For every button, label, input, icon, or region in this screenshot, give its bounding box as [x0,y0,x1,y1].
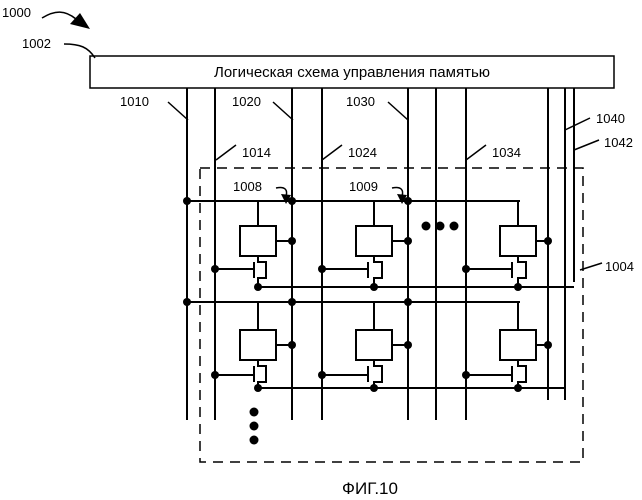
ellipsis-dot [422,222,431,231]
junction-dot [404,298,412,306]
cell-transistor [258,256,266,287]
label-1040: 1040 [596,111,625,126]
junction-dot [288,197,296,205]
cell-capacitor [500,226,536,256]
cell-capacitor [500,330,536,360]
ellipsis-dot [436,222,445,231]
cell-capacitor [356,226,392,256]
junction-dot [514,384,522,392]
junction-dot [404,237,412,245]
cell-capacitor [240,330,276,360]
label-1009: 1009 [349,179,378,194]
cell-transistor [518,360,526,388]
junction-dot [370,283,378,291]
junction-dot [211,371,219,379]
label-1030: 1030 [346,94,375,109]
junction-dot [288,237,296,245]
label-1008: 1008 [233,179,262,194]
leader-1010 [168,102,188,120]
cell-capacitor [356,330,392,360]
junction-dot [183,197,191,205]
label-1010: 1010 [120,94,149,109]
label-1004: 1004 [605,259,634,274]
cell-transistor [374,256,382,287]
junction-dot [462,265,470,273]
junction-dot [318,371,326,379]
junction-dot [462,371,470,379]
junction-dot [544,237,552,245]
leader-1024 [322,145,342,160]
junction-dot [211,265,219,273]
junction-dot [288,341,296,349]
leader-1020 [273,102,293,120]
label-1034: 1034 [492,145,521,160]
label-1020: 1020 [232,94,261,109]
fig-number-arrowhead [70,13,90,29]
junction-dot [404,197,412,205]
ellipsis-dot [250,408,259,417]
label-1042: 1042 [604,135,633,150]
junction-dot [288,298,296,306]
fig-number-arrow [42,12,76,19]
figure-caption: ФИГ.10 [342,479,398,498]
cell-transistor [258,360,266,388]
junction-dot [254,283,262,291]
label-1024: 1024 [348,145,377,160]
label-1014: 1014 [242,145,271,160]
junction-dot [370,384,378,392]
junction-dot [318,265,326,273]
controller-ref-label: 1002 [22,36,51,51]
cell-capacitor [240,226,276,256]
junction-dot [514,283,522,291]
ellipsis-dot [250,422,259,431]
ellipsis-dot [250,436,259,445]
leader-1030 [388,102,408,120]
junction-dot [254,384,262,392]
leader-1034 [466,145,486,160]
cell-transistor [374,360,382,388]
leader-1042 [574,140,599,150]
cell-transistor [518,256,526,287]
controller-text: Логическая схема управления памятью [214,64,490,81]
junction-dot [404,341,412,349]
leader-1040 [565,118,590,130]
leader-1014 [216,145,236,160]
ellipsis-dot [450,222,459,231]
junction-dot [544,341,552,349]
fig-number-label: 1000 [2,5,31,20]
junction-dot [183,298,191,306]
